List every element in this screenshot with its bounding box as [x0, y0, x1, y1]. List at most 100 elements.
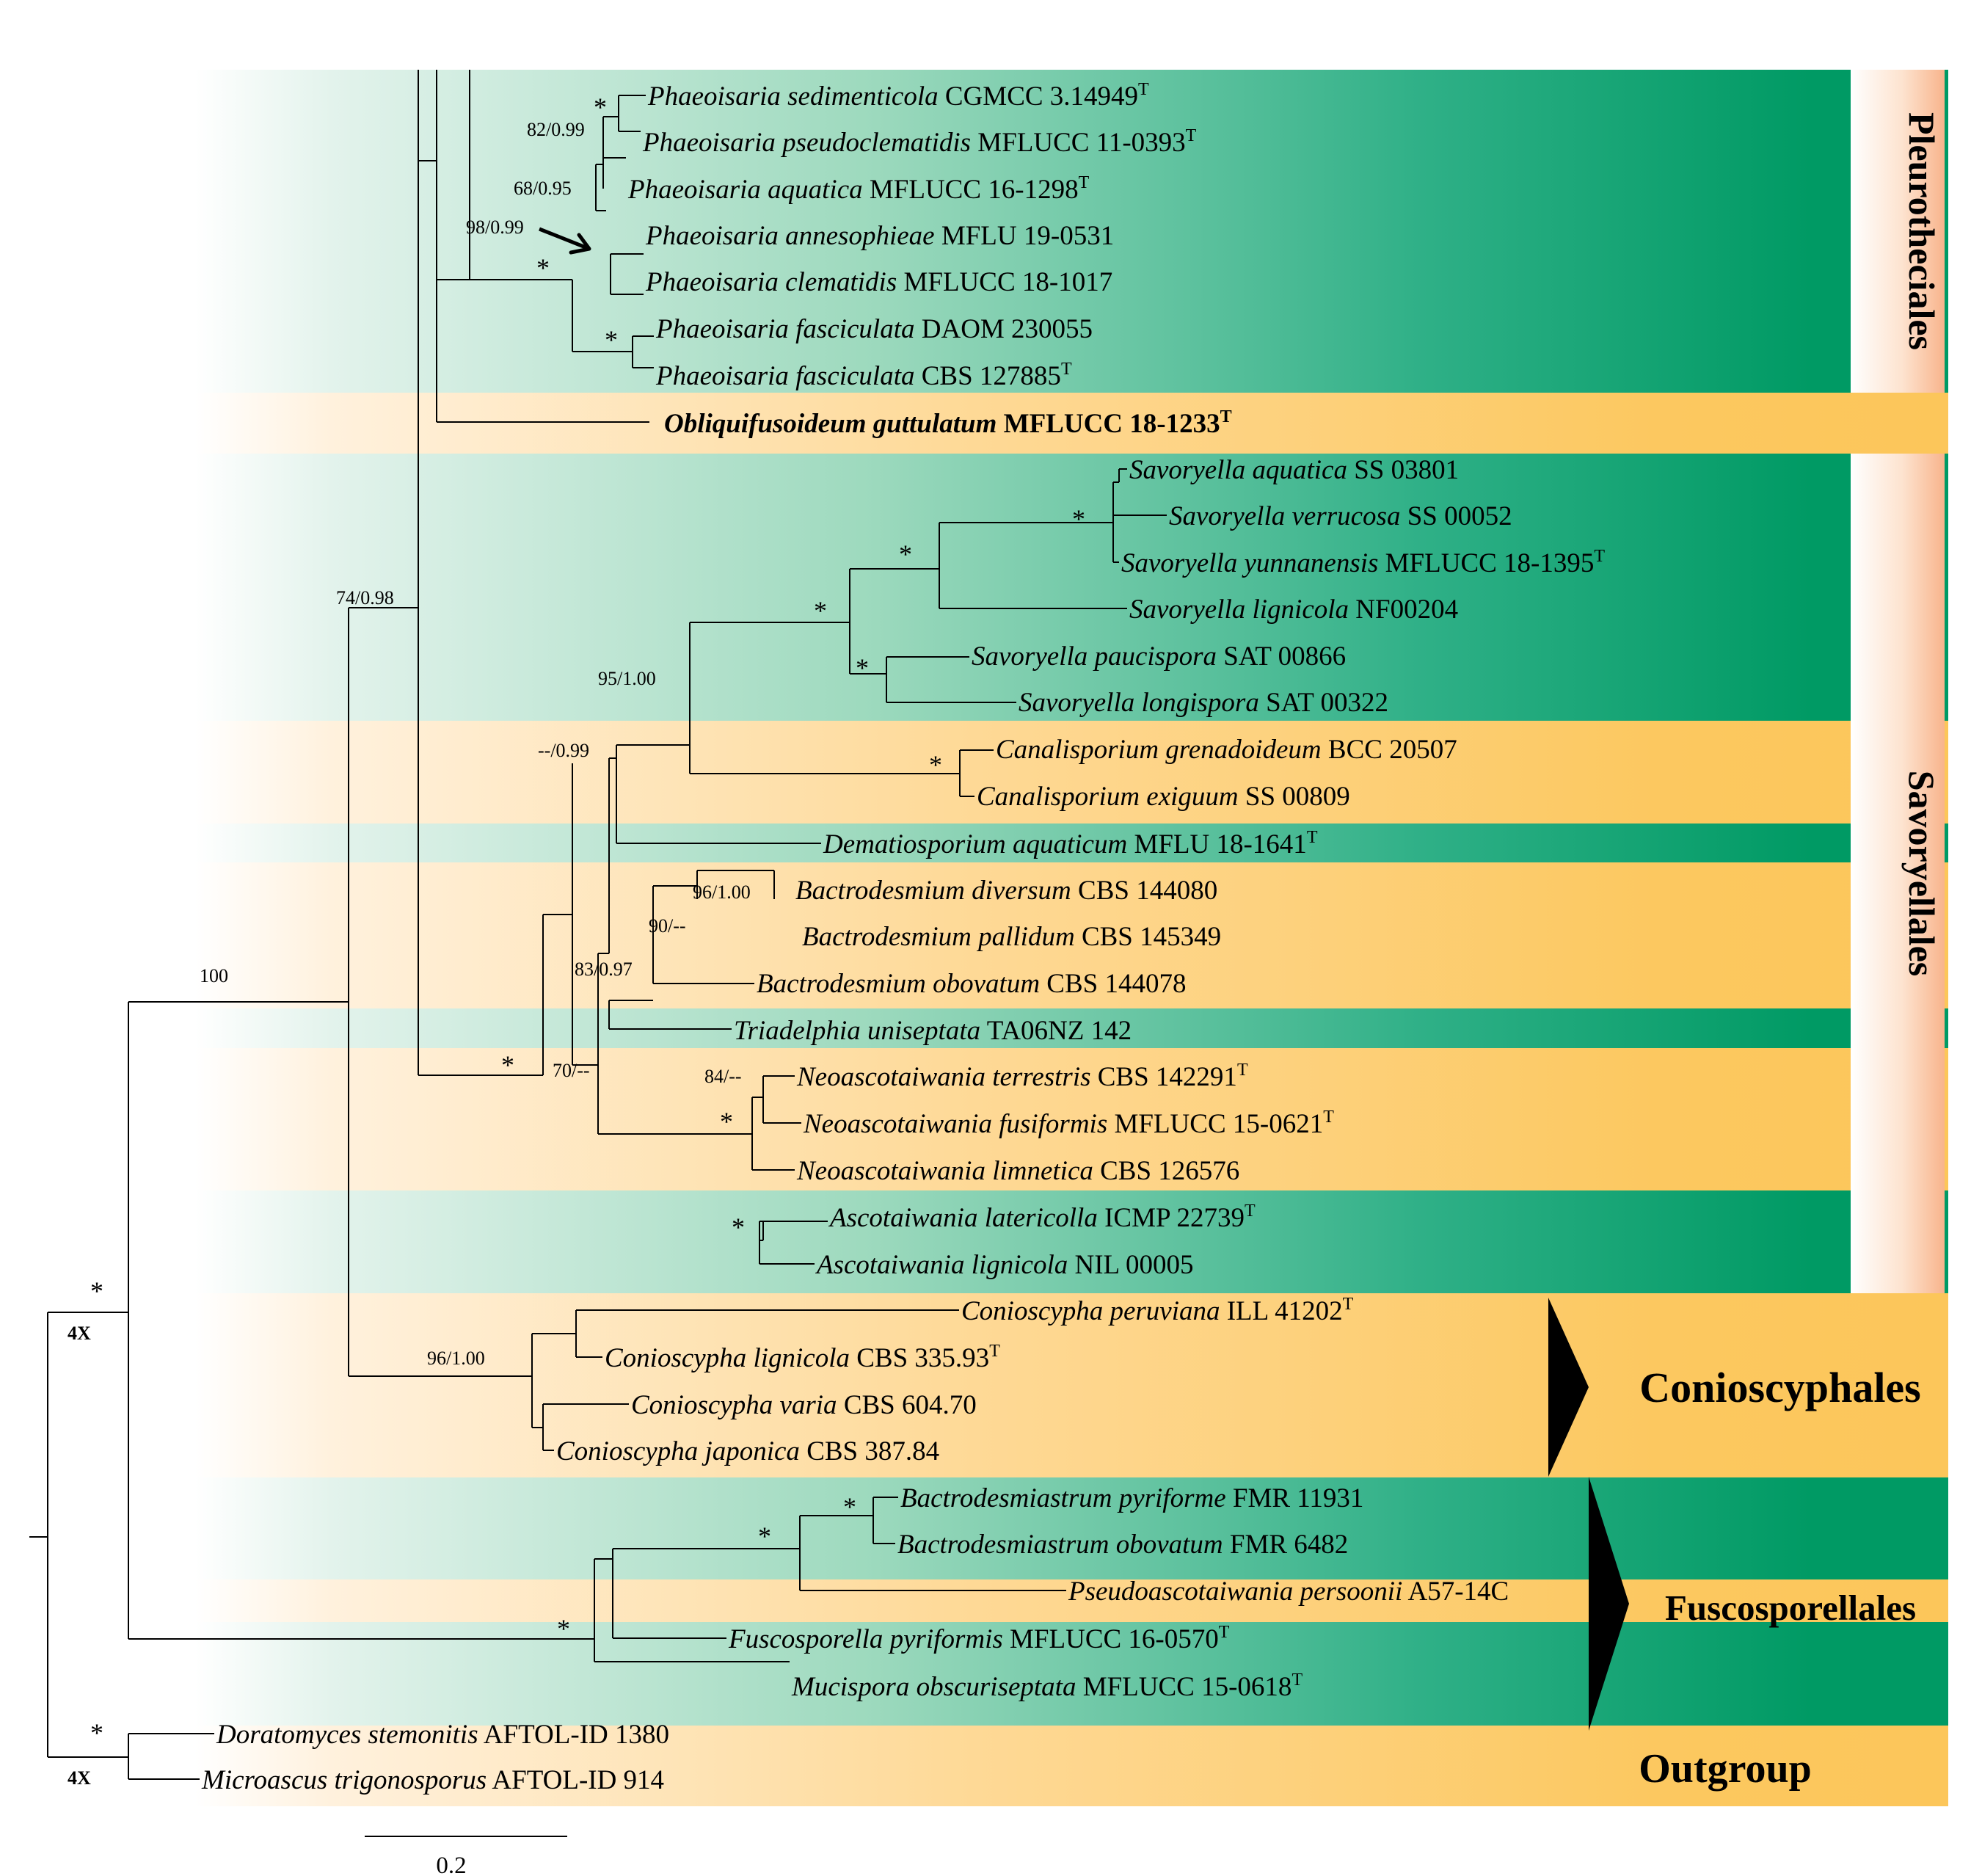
- support-value: 96/1.00: [427, 1348, 485, 1369]
- full-support-asterisk: *: [720, 1107, 733, 1136]
- support-value: 74/0.98: [336, 587, 394, 608]
- taxon-species: Conioscypha varia: [631, 1390, 837, 1420]
- taxon-label: Doratomyces stemonitis AFTOL-ID 1380: [216, 1720, 669, 1750]
- support-values: 82/0.9968/0.9598/0.9974/0.9895/1.00--/0.…: [200, 119, 751, 1369]
- support-value: 82/0.99: [527, 119, 585, 140]
- taxon-species: Phaeoisaria pseudoclematidis: [642, 128, 971, 158]
- taxon-species: Obliquifusoideum guttulatum: [664, 409, 997, 439]
- taxon-species: Neoascotaiwania limnetica: [796, 1156, 1093, 1186]
- taxon-label: Conioscypha japonica CBS 387.84: [556, 1436, 939, 1466]
- taxon-species: Bactrodesmium obovatum: [757, 969, 1040, 999]
- taxon-label: Ascotaiwania lignicola NIL 00005: [815, 1250, 1194, 1280]
- taxon-label: Phaeoisaria annesophieae MFLU 19-0531: [645, 221, 1114, 251]
- taxon-strain: AFTOL-ID 1380: [478, 1720, 669, 1750]
- support-value: 83/0.97: [575, 959, 633, 980]
- type-strain-mark: T: [1307, 828, 1318, 847]
- support-value: 84/--: [704, 1066, 742, 1087]
- taxon-strain: A57-14C: [1402, 1577, 1509, 1607]
- taxon-strain: SS 00052: [1400, 501, 1512, 531]
- taxon-label: Bactrodesmium diversum CBS 144080: [795, 876, 1217, 906]
- type-strain-mark: T: [1186, 126, 1197, 145]
- taxon-label: Phaeoisaria sedimenticola CGMCC 3.14949T: [647, 80, 1149, 112]
- taxon-species: Savoryella yunnanensis: [1121, 548, 1378, 578]
- taxon-species: Neoascotaiwania terrestris: [796, 1062, 1091, 1092]
- scale-bar-label: 0.2: [436, 1853, 466, 1876]
- taxon-strain: MFLUCC 18-1395: [1378, 548, 1594, 578]
- taxon-species: Phaeoisaria fasciculata: [655, 361, 915, 391]
- taxon-label: Phaeoisaria clematidis MFLUCC 18-1017: [645, 267, 1112, 297]
- full-support-asterisk: *: [758, 1521, 771, 1551]
- taxon-strain: MFLU 19-0531: [935, 221, 1115, 251]
- taxon-strain: SS 00809: [1239, 782, 1350, 812]
- taxon-label: Conioscypha lignicola CBS 335.93T: [605, 1342, 1000, 1373]
- taxon-strain: TA06NZ 142: [980, 1016, 1132, 1046]
- taxon-label: Mucispora obscuriseptata MFLUCC 15-0618T: [791, 1670, 1303, 1702]
- taxon-label: Fuscosporella pyriformis MFLUCC 16-0570T: [728, 1623, 1230, 1654]
- taxon-strain: NF00204: [1349, 595, 1458, 625]
- taxon-strain: CBS 144080: [1071, 876, 1217, 906]
- taxon-species: Canalisporium grenadoideum: [996, 735, 1322, 765]
- type-strain-mark: T: [1079, 173, 1090, 192]
- taxon-label: Triadelphia uniseptata TA06NZ 142: [734, 1016, 1132, 1046]
- support-value: --/0.99: [538, 740, 589, 761]
- taxon-strain: SS 03801: [1347, 455, 1459, 485]
- taxon-label: Ascotaiwania latericolla ICMP 22739T: [828, 1201, 1256, 1233]
- taxon-label: Conioscypha varia CBS 604.70: [631, 1390, 977, 1420]
- taxon-strain: CGMCC 3.14949: [939, 81, 1138, 112]
- full-support-asterisk: *: [536, 253, 550, 283]
- order-label-pleurotheciales: Pleurotheciales: [1901, 112, 1942, 350]
- taxon-species: Phaeoisaria sedimenticola: [647, 81, 939, 112]
- type-strain-mark: T: [1245, 1201, 1256, 1221]
- clade-band: [0, 1726, 1948, 1806]
- taxon-species: Bactrodesmiastrum obovatum: [897, 1530, 1223, 1560]
- taxon-strain: CBS 604.70: [837, 1390, 977, 1420]
- taxon-strain: CBS 144078: [1040, 969, 1186, 999]
- taxon-species: Microascus trigonosporus: [201, 1765, 487, 1795]
- taxon-species: Savoryella verrucosa: [1169, 501, 1400, 531]
- clade-band: [0, 70, 1948, 393]
- order-label-fuscosporellales: Fuscosporellales: [1665, 1588, 1916, 1628]
- taxon-species: Savoryella aquatica: [1129, 455, 1347, 485]
- type-strain-mark: T: [1291, 1670, 1303, 1690]
- conioscyphales-triangle-icon: [1548, 1298, 1589, 1477]
- pleurotheciales-strip: [1851, 70, 1945, 393]
- taxon-strain: CBS 127885: [915, 361, 1061, 391]
- type-strain-mark: T: [989, 1342, 1000, 1361]
- clade-band: [0, 862, 1948, 1008]
- taxon-label: Neoascotaiwania fusiformis MFLUCC 15-062…: [803, 1108, 1334, 1139]
- taxon-species: Conioscypha peruviana: [961, 1296, 1220, 1326]
- taxon-species: Neoascotaiwania fusiformis: [803, 1109, 1107, 1139]
- taxon-label: Savoryella aquatica SS 03801: [1129, 455, 1459, 485]
- taxon-strain: CBS 142291: [1091, 1062, 1237, 1092]
- taxon-strain: CBS 145349: [1075, 922, 1221, 952]
- support-value: 68/0.95: [514, 178, 572, 199]
- full-support-markers: ****************: [90, 92, 1085, 1748]
- full-support-asterisk: *: [843, 1492, 856, 1521]
- taxon-label: Savoryella verrucosa SS 00052: [1169, 501, 1512, 531]
- taxon-strain: SAT 00322: [1259, 688, 1388, 718]
- taxon-label: Bactrodesmium pallidum CBS 145349: [802, 922, 1221, 952]
- taxon-species: Bactrodesmium pallidum: [802, 922, 1075, 952]
- support-value: 95/1.00: [598, 668, 656, 689]
- taxon-labels: Phaeoisaria sedimenticola CGMCC 3.14949T…: [201, 80, 1605, 1795]
- taxon-strain: MFLUCC 15-0618: [1076, 1672, 1291, 1702]
- taxon-label: Neoascotaiwania limnetica CBS 126576: [796, 1156, 1239, 1186]
- clade-band: [0, 1190, 1948, 1293]
- taxon-label: Phaeoisaria pseudoclematidis MFLUCC 11-0…: [642, 126, 1197, 158]
- full-support-asterisk: *: [90, 1276, 103, 1306]
- clade-band: [0, 454, 1948, 721]
- taxon-strain: BCC 20507: [1322, 735, 1457, 765]
- taxon-species: Savoryella paucispora: [972, 641, 1217, 672]
- taxon-strain: MFLUCC 16-0570: [1003, 1624, 1219, 1654]
- full-support-asterisk: *: [929, 750, 942, 779]
- support-value: 70/--: [553, 1060, 590, 1081]
- taxon-species: Fuscosporella pyriformis: [728, 1624, 1003, 1654]
- clade-band: [0, 1579, 1948, 1622]
- taxon-label: Conioscypha peruviana ILL 41202T: [961, 1295, 1354, 1326]
- taxon-species: Phaeoisaria clematidis: [645, 267, 897, 297]
- clade-band: [0, 1008, 1948, 1048]
- type-strain-mark: T: [1220, 407, 1232, 426]
- taxon-species: Conioscypha lignicola: [605, 1343, 850, 1373]
- taxon-species: Canalisporium exiguum: [977, 782, 1239, 812]
